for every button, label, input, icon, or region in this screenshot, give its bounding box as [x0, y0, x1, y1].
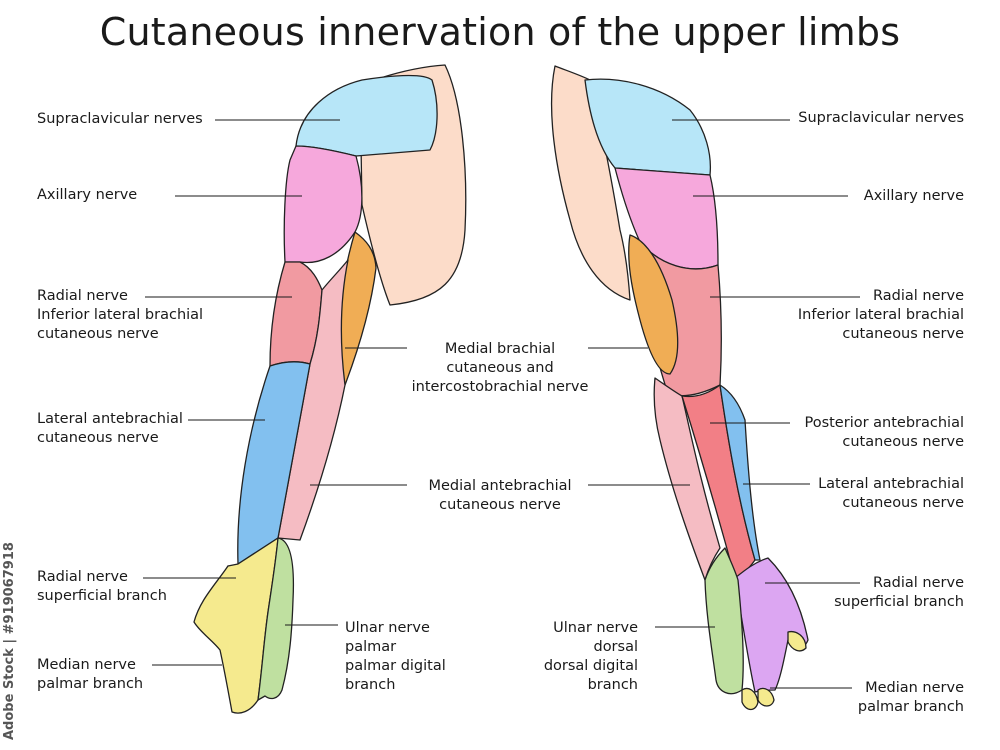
right-supraclavicular-region [584, 78, 712, 176]
label-right-supraclavicular: Supraclavicular nerves [798, 110, 964, 126]
page-title: Cutaneous innervation of the upper limbs [99, 10, 901, 54]
label-left-supraclavicular: Supraclavicular nerves [37, 111, 203, 127]
right-medial-brachial-region [628, 234, 679, 375]
right-lateral-antebrachial-region [719, 384, 761, 561]
right-median-tips [741, 630, 807, 711]
right-ulnar-region [704, 547, 744, 695]
label-left-axillary: Axillary nerve [37, 187, 138, 203]
left-ulnar-region [257, 537, 295, 701]
leader-lines [143, 119, 860, 689]
label-right-axillary: Axillary nerve [863, 188, 964, 204]
left-medial-brachial-region [337, 231, 377, 386]
left-supraclavicular-region [295, 74, 438, 157]
left-lateral-antebrachial-region [237, 361, 311, 565]
stock-watermark: Adobe Stock | #919067918 [2, 542, 17, 740]
left-axillary-region [283, 145, 363, 264]
